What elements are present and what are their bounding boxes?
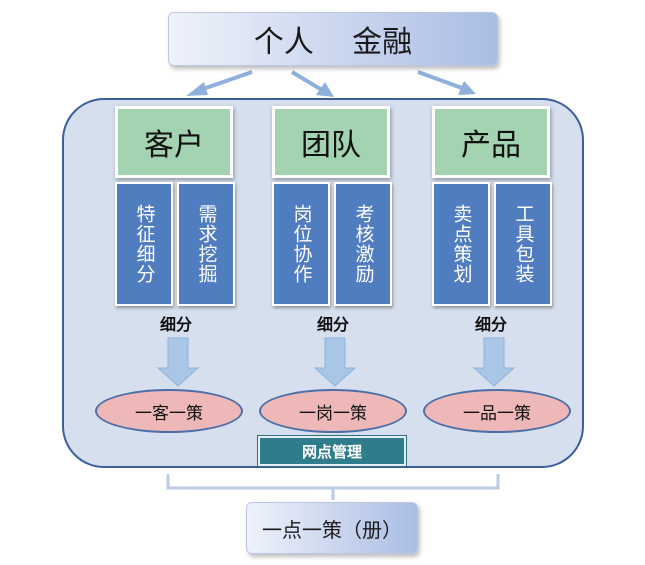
title-box: 个人 金融 (168, 12, 498, 66)
down-arrow-team (313, 337, 357, 387)
strategy-label: 一岗一策 (299, 403, 367, 424)
sub-label: 需求挖掘 (195, 204, 218, 284)
sub-label: 工具包装 (512, 204, 535, 284)
segment-label-customer: 细分 (159, 315, 192, 334)
category-label: 客户 (144, 128, 204, 163)
strategy-label: 一客一策 (135, 403, 203, 424)
arrow-head-team (316, 82, 334, 97)
top-arrows (186, 70, 476, 97)
sub-assessment-incentive: 考核激励 (334, 182, 392, 306)
sub-label: 卖点策划 (450, 204, 473, 284)
segment-label-product: 细分 (474, 315, 507, 334)
category-label: 产品 (461, 128, 521, 163)
sub-feature-segmentation: 特征细分 (115, 182, 173, 306)
strategy-product: 一品一策 (423, 389, 571, 433)
arrow-to-customer (199, 70, 253, 92)
sub-post-collaboration: 岗位协作 (272, 182, 330, 306)
arrow-to-team (290, 70, 324, 92)
category-customer: 客户 (115, 106, 233, 178)
sub-demand-mining: 需求挖掘 (177, 182, 235, 306)
arrow-head-customer (186, 82, 208, 96)
outlet-management-box: 网点管理 (258, 436, 406, 466)
category-label: 团队 (301, 128, 361, 163)
down-arrow-customer (156, 337, 200, 387)
strategy-label: 一品一策 (463, 403, 531, 424)
strategy-post: 一岗一策 (259, 389, 407, 433)
category-team: 团队 (272, 106, 390, 178)
outlet-management-label: 网点管理 (301, 442, 362, 461)
sub-selling-point-planning: 卖点策划 (432, 182, 490, 306)
segment-label-team: 细分 (316, 315, 349, 334)
down-arrow-product (472, 337, 516, 387)
sub-label: 特征细分 (133, 204, 156, 284)
sub-label: 考核激励 (352, 204, 375, 284)
sub-tool-packaging: 工具包装 (494, 182, 552, 306)
bottom-box: 一点一策（册） (246, 502, 418, 554)
arrow-head-product (458, 81, 476, 95)
title-text: 个人 金融 (253, 25, 413, 60)
strategy-customer: 一客一策 (95, 389, 243, 433)
bottom-bracket (166, 474, 500, 500)
sub-label: 岗位协作 (290, 204, 313, 284)
arrow-to-product (417, 70, 463, 90)
category-product: 产品 (432, 106, 550, 178)
bottom-label: 一点一策（册） (262, 517, 402, 542)
